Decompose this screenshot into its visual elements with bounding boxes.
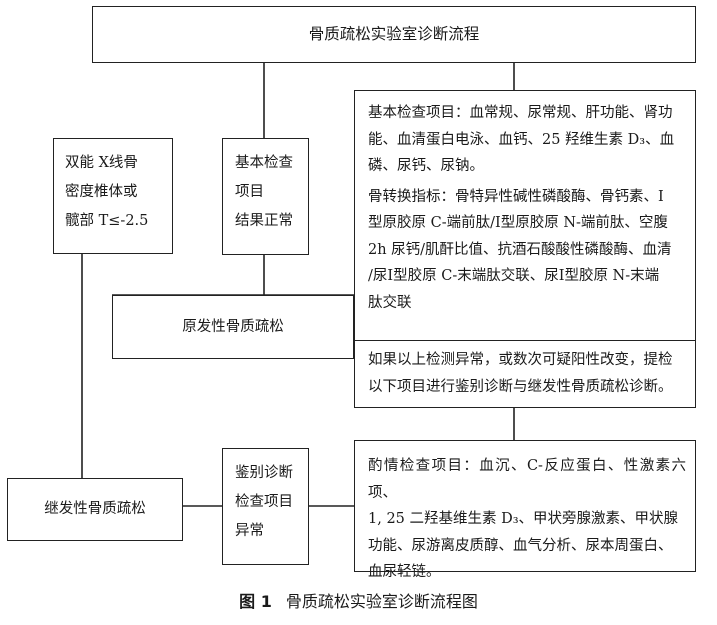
basic-exam-line-3: 磷、尿钙、尿钠。: [368, 158, 484, 174]
dxa-line-3: 髋部 T≤-2.5: [65, 213, 149, 229]
bone-turnover-line-3: 2h 尿钙/肌酐比值、抗酒石酸酸性磷酸酶、血清: [368, 241, 672, 258]
basic-exam-line-2: 能、血清蛋白电泳、血钙、25 羟维生素 D₃、血: [368, 131, 675, 148]
figure-caption: 图 1 骨质疏松实验室诊断流程图: [0, 588, 717, 612]
title-box: 骨质疏松实验室诊断流程: [92, 6, 696, 63]
optional-exam-line-1: 酌情检查项目：血沉、C-反应蛋白、性激素六项、: [368, 458, 686, 501]
basic-normal-line-1: 基本检查: [235, 155, 293, 171]
differential-exam-abnormal-box: 鉴别诊断 检查项目 异常: [222, 448, 309, 565]
differential-line-1: 鉴别诊断: [235, 465, 293, 481]
optional-exam-line-4: 血尿轻链。: [368, 564, 441, 580]
flowchart-title: 骨质疏松实验室诊断流程: [308, 25, 480, 43]
dxa-line-2: 密度椎体或: [65, 184, 138, 200]
abnormal-line-2: 以下项目进行鉴别诊断与继发性骨质疏松诊断。: [368, 378, 673, 395]
bone-turnover-line-5: 肽交联: [368, 294, 412, 311]
basic-exam-line-1: 基本检查项目：血常规、尿常规、肝功能、肾功: [368, 105, 673, 121]
secondary-osteoporosis-box: 继发性骨质疏松: [7, 478, 183, 541]
differential-line-3: 异常: [235, 523, 264, 539]
figure-number: 图 1: [239, 592, 272, 611]
primary-osteoporosis-box: 原发性骨质疏松: [112, 295, 354, 359]
basic-exam-items-box: 基本检查项目：血常规、尿常规、肝功能、肾功 能、血清蛋白电泳、血钙、25 羟维生…: [354, 90, 696, 408]
basic-exam-normal-box: 基本检查 项目 结果正常: [222, 138, 309, 255]
abnormal-line-1: 如果以上检测异常，或数次可疑阳性改变，提检: [368, 352, 673, 368]
bone-turnover-line-4: /尿Ⅰ型胶原 C-末端肽交联、尿Ⅰ型胶原 N-末端: [368, 268, 660, 284]
optional-exam-line-3: 功能、尿游离皮质醇、血气分析、尿本周蛋白、: [368, 537, 673, 554]
bone-turnover-line-1: 骨转换指标：骨特异性碱性磷酸酶、骨钙素、Ⅰ: [368, 188, 664, 205]
secondary-osteoporosis-label: 继发性骨质疏松: [44, 501, 146, 517]
optional-exam-line-2: 1, 25 二羟基维生素 D₃、甲状旁腺激素、甲状腺: [368, 511, 679, 527]
differential-line-2: 检查项目: [235, 494, 293, 510]
dxa-criteria-box: 双能 X线骨 密度椎体或 髋部 T≤-2.5: [53, 138, 173, 254]
primary-osteoporosis-label: 原发性骨质疏松: [182, 318, 284, 335]
figure-caption-text: 骨质疏松实验室诊断流程图: [285, 592, 478, 611]
dxa-line-1: 双能 X线骨: [65, 155, 138, 171]
section-divider: [355, 340, 695, 341]
basic-normal-line-2: 项目: [235, 184, 264, 200]
bone-turnover-line-2: 型原胶原 C-端前肽/Ⅰ型原胶原 N-端前肽、空腹: [368, 215, 668, 231]
optional-exam-items-box: 酌情检查项目：血沉、C-反应蛋白、性激素六项、 1, 25 二羟基维生素 D₃、…: [354, 440, 696, 580]
basic-normal-line-3: 结果正常: [235, 213, 293, 229]
